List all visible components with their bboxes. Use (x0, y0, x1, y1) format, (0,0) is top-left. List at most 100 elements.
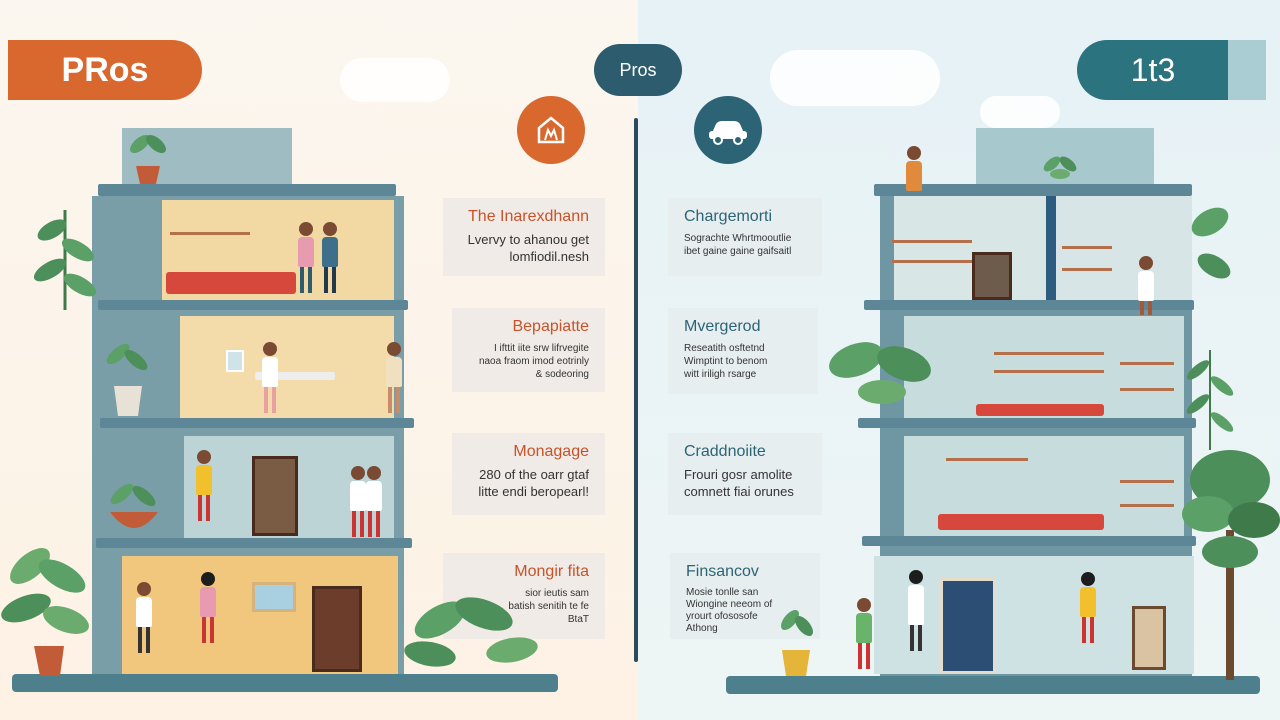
card-text-line: I ifttit iite srw lifrvegite (493, 343, 589, 354)
shelf (1120, 504, 1174, 507)
roof-slab (874, 184, 1192, 196)
card-title: Craddnoiite (684, 443, 766, 460)
shelf (892, 260, 972, 263)
plant-icon (1, 548, 89, 676)
plant-icon (130, 135, 166, 184)
floor-slab (98, 300, 408, 310)
tree-icon (1182, 450, 1280, 680)
pros-card-4: Mongir fita sior ieutis sam batish senit… (443, 553, 605, 639)
card-title: Bepapiatte (512, 318, 589, 335)
person-figure (386, 342, 402, 413)
person-figure (350, 466, 366, 537)
card-text-line: Mosie tonlle san (686, 587, 759, 598)
shelf (170, 232, 250, 235)
person-figure (908, 570, 924, 651)
shelf (1062, 268, 1112, 271)
person-figure (322, 222, 338, 293)
dining-interior (180, 316, 394, 418)
person-figure (856, 598, 872, 669)
card-text-line: Wiongine neeom of (686, 599, 773, 610)
room-interior (894, 196, 1046, 302)
card-text-line: Reseatith osftetnd (684, 343, 765, 354)
shelf (1120, 480, 1174, 483)
pros-card-2: Bepapiatte I ifttit iite srw lifrvegite … (452, 308, 605, 392)
center-divider (634, 118, 638, 662)
card-text-line: Sograchte Whrtmooutlie (684, 233, 792, 244)
wall-divider (1046, 196, 1056, 302)
cloud-decoration (770, 50, 940, 106)
cloud-decoration (980, 96, 1060, 128)
cons-card-3: Craddnoiite Frouri gosr amolite comnett … (668, 433, 822, 515)
card-text-line: naoa fraom imod eotrinly (478, 356, 589, 367)
cons-card-2: Mvergerod Reseatith osftetnd Wimptint to… (668, 308, 818, 394)
card-text-line: comnett fiai orunes (684, 483, 794, 499)
person-figure (298, 222, 314, 293)
card-text-line: litte endi beropearl! (478, 483, 589, 499)
card-text-line: sior ieutis sam (525, 588, 589, 599)
cloud-decoration (340, 58, 450, 102)
person-figure (196, 450, 212, 521)
plant-icon (829, 342, 931, 404)
shelf (1120, 388, 1174, 391)
card-title: Mvergerod (684, 318, 761, 335)
person-figure (262, 342, 278, 413)
shelf (946, 458, 1028, 461)
card-text-line: Wimptint to benom (684, 356, 768, 367)
room-interior (904, 316, 1184, 420)
plant-icon (1191, 207, 1231, 279)
roof-slab (98, 184, 396, 196)
room-interior (1056, 196, 1192, 302)
person-figure (1138, 256, 1154, 315)
floor-slab (96, 538, 412, 548)
plant-icon (106, 343, 148, 416)
card-title: Mongir fita (514, 563, 589, 580)
bed (976, 404, 1104, 416)
plant-icon (1043, 156, 1077, 179)
card-title: Chargemorti (684, 208, 773, 225)
shelf (1062, 246, 1112, 249)
plant-icon (110, 483, 158, 528)
card-text-line: lomfiodil.nesh (509, 248, 590, 264)
person-figure (906, 146, 922, 191)
plant-icon (33, 210, 97, 310)
floor-slab (862, 536, 1196, 546)
dining-table (255, 372, 335, 380)
card-text-line: yrourt ofososofe (686, 611, 758, 622)
shelf (892, 240, 972, 243)
cons-card-1: Chargemorti Sograchte Whrtmooutlie ibet … (668, 198, 822, 276)
floor-slab (864, 300, 1194, 310)
bed (166, 272, 296, 294)
door (972, 252, 1012, 300)
car-icon (694, 96, 762, 164)
ground-strip (12, 674, 558, 692)
plant-icon (1186, 350, 1234, 450)
plant-icon (404, 597, 538, 667)
card-title: Monagage (513, 443, 589, 460)
ground-strip (726, 676, 1260, 694)
card-text-line: witt iriligh rsarge (684, 369, 757, 380)
bed (938, 514, 1104, 530)
pros-card-1: The Inarexdhann Lvervy to ahanou get lom… (443, 198, 605, 276)
center-heading-pill: Pros (594, 44, 682, 96)
card-text-line: BtaT (567, 614, 589, 625)
shelf (994, 352, 1104, 355)
floor-slab (100, 418, 414, 428)
card-text-line: Athong (686, 623, 718, 634)
card-text-line: Lvervy to ahanou get (467, 232, 589, 247)
pros-heading-pill: PRos (8, 40, 202, 100)
door (312, 586, 362, 672)
shelf (1120, 362, 1174, 365)
mirror (1132, 606, 1166, 670)
card-text-line: & sodeoring (535, 369, 589, 380)
card-text-line: batish senitih te fe (508, 601, 589, 612)
wall-frame (252, 582, 296, 612)
shelf (994, 370, 1104, 373)
door (940, 578, 996, 674)
pros-card-3: Monagage 280 of the oarr gtaf litte endi… (452, 433, 605, 515)
wall-frame (226, 350, 244, 372)
right-pill-accent (1228, 40, 1266, 100)
card-text-line: ibet gaine gaine gaifsaitl (684, 246, 792, 257)
plant-icon (781, 610, 813, 676)
shop-icon (517, 96, 585, 164)
floor-slab (858, 418, 1196, 428)
